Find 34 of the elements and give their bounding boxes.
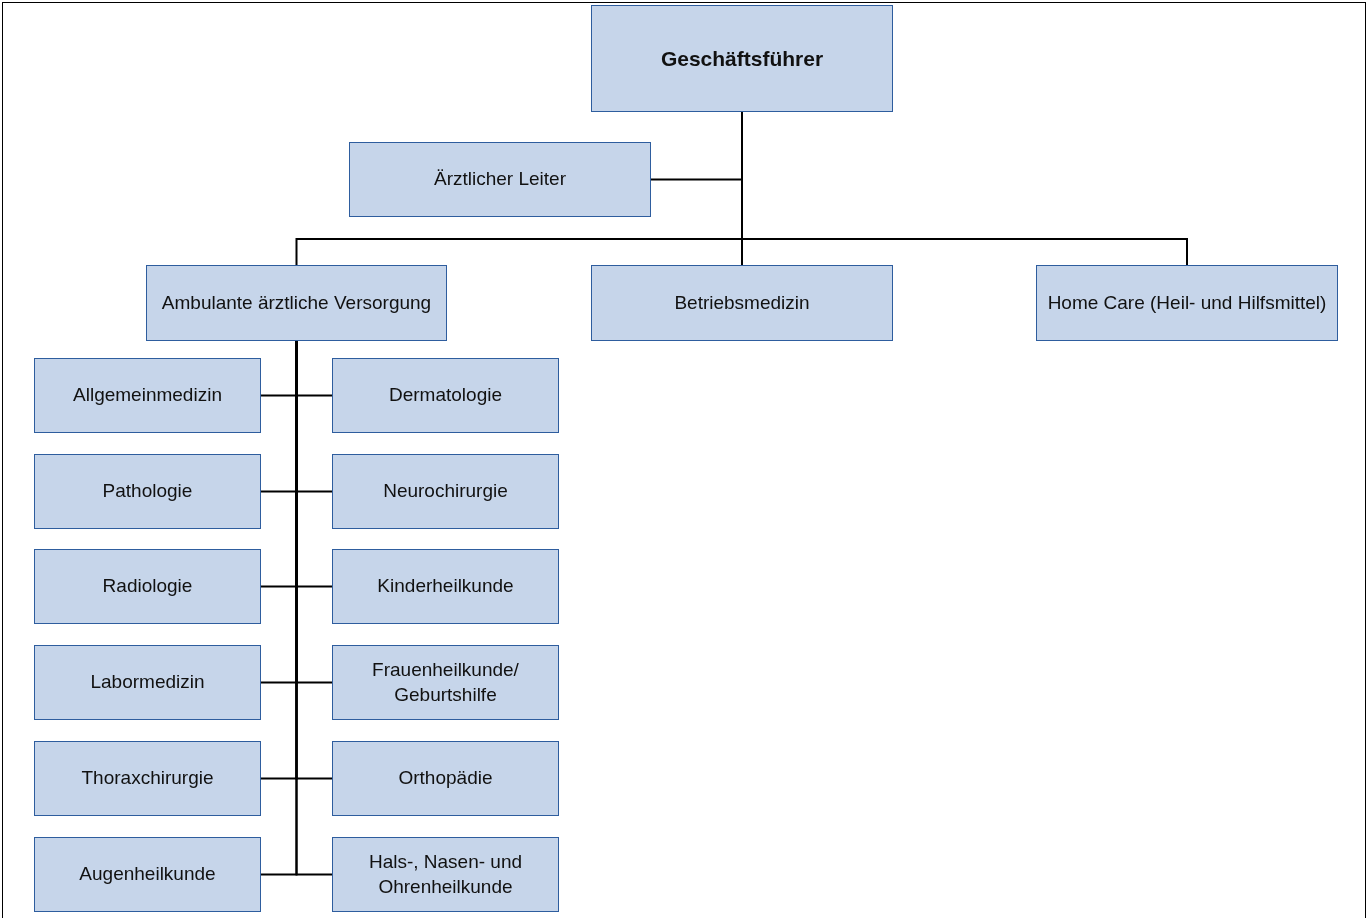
box-label: Augenheilkunde [79,862,216,887]
box-label: Thoraxchirurgie [81,766,214,791]
box-label: Dermatologie [389,383,502,408]
box-label: Home Care (Heil- und Hilfsmittel) [1047,290,1327,315]
org-box [1036,265,1338,341]
box-label: Ärztlicher Leiter [434,167,566,192]
org-box [332,358,559,433]
org-box [332,645,559,720]
org-box [34,358,261,433]
org-box [146,265,447,341]
box-label: Frauenheilkunde/ Geburtshilfe [371,657,520,707]
org-box [34,837,261,912]
org-box [34,454,261,529]
box-label: Labormedizin [90,670,205,695]
org-box [332,741,559,816]
box-label: Radiologie [102,574,193,599]
box-label: Betriebsmedizin [674,290,810,315]
org-box [332,454,559,529]
org-box [34,645,261,720]
org-box [332,549,559,624]
org-box [34,549,261,624]
org-box [332,837,559,912]
box-label: Kinderheilkunde [377,574,514,599]
org-box [591,5,893,112]
box-label: Allgemeinmedizin [73,383,222,408]
box-label: Hals-, Nasen- und Ohrenheilkunde [367,849,524,899]
org-box [349,142,651,217]
org-box [34,741,261,816]
box-label: Pathologie [102,479,193,504]
box-label: Geschäftsführer [660,45,824,72]
org-box [591,265,893,341]
box-label: Ambulante ärztliche Versorgung [161,290,432,315]
box-label: Neurochirurgie [383,479,508,504]
box-label: Orthopädie [398,766,493,791]
